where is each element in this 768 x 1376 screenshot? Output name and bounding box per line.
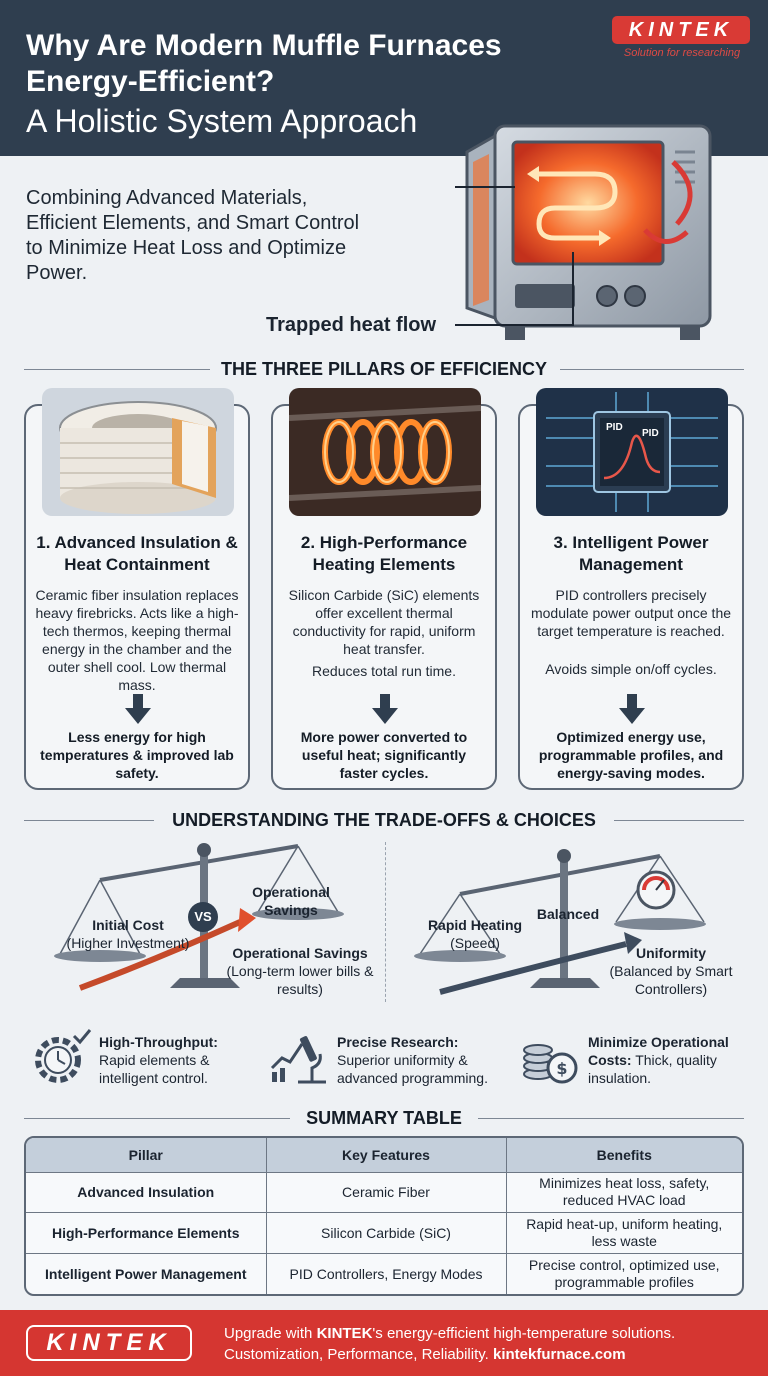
operational-savings-pan-label: Operational Savings xyxy=(252,884,330,918)
use-case-minimize-costs: Minimize Operational Costs: Thick, quali… xyxy=(588,1034,729,1086)
vs-badge: VS xyxy=(188,902,218,932)
down-arrow-icon xyxy=(619,694,645,724)
column-header: Key Features xyxy=(266,1138,507,1173)
page-title-line-1: Why Are Modern Muffle Furnaces xyxy=(26,29,502,62)
pillar-card-heating-elements: 2. High-Performance Heating Elements Sil… xyxy=(271,388,497,790)
use-case-high-throughput: High-Throughput: Rapid elements & intell… xyxy=(99,1034,218,1086)
use-case-precise-research: Precise Research: Superior uniformity & … xyxy=(337,1034,488,1086)
table-cell: Intelligent Power Management xyxy=(26,1253,267,1294)
pillar-3-title: 3. Intelligent Power Management xyxy=(553,533,709,574)
balanced-label: Balanced xyxy=(536,906,600,922)
table-cell: Ceramic Fiber xyxy=(266,1171,507,1213)
gear-clock-icon xyxy=(35,1029,92,1083)
pillars-heading: THE THREE PILLARS OF EFFICIENCY xyxy=(0,357,768,381)
operational-savings-label: Operational Savings(Long-term lower bill… xyxy=(226,945,374,997)
table-cell: High-Performance Elements xyxy=(26,1212,267,1254)
rapid-heating-label: Rapid Heating(Speed) xyxy=(427,917,523,951)
table-cell: PID Controllers, Energy Modes xyxy=(266,1253,507,1294)
header-banner: Why Are Modern Muffle Furnaces Energy-Ef… xyxy=(0,0,768,156)
summary-heading: SUMMARY TABLE xyxy=(0,1106,768,1130)
table-row: High-Performance Elements Silicon Carbid… xyxy=(26,1212,742,1254)
pillar-3-extra: Avoids simple on/off cycles. xyxy=(545,661,717,677)
footer-line-2: Customization, Performance, Reliability.… xyxy=(224,1346,626,1363)
pillar-card-power-management: PID PID 3. Intelligent Power Management … xyxy=(518,388,744,790)
tradeoffs-heading: UNDERSTANDING THE TRADE-OFFS & CHOICES xyxy=(0,808,768,832)
down-arrow-icon xyxy=(372,694,398,724)
tradeoff-divider xyxy=(385,842,386,1002)
page-title-line-2: Energy-Efficient? xyxy=(26,65,275,98)
kintek-footer-logo[interactable]: KINTEK xyxy=(26,1325,192,1361)
table-row: Advanced Insulation Ceramic Fiber Minimi… xyxy=(26,1171,742,1213)
page-subtitle: A Holistic System Approach xyxy=(26,103,418,139)
intro-text: Combining Advanced Materials, Efficient … xyxy=(26,187,360,284)
muffle-furnace-illustration xyxy=(455,124,712,340)
pillar-1-title: 1. Advanced Insulation & Heat Containmen… xyxy=(36,533,238,574)
svg-text:$: $ xyxy=(556,1059,567,1078)
website-link[interactable]: kintekfurnace.com xyxy=(493,1346,626,1363)
pillar-3-description: PID controllers precisely modulate power… xyxy=(530,587,732,639)
down-arrow-icon xyxy=(125,694,151,724)
kintek-logo[interactable]: KINTEK xyxy=(612,16,750,44)
pid-controller-chip-image: PID PID xyxy=(536,388,728,516)
sic-heating-coil-image xyxy=(289,388,481,516)
table-cell: Advanced Insulation xyxy=(26,1171,267,1213)
footer-line-1: Upgrade with KINTEK's energy-efficient h… xyxy=(224,1325,676,1342)
kintek-tagline: Solution for researching xyxy=(623,47,741,59)
pid-label-1: PID xyxy=(606,422,623,433)
table-cell: Rapid heat-up, uniform heating, less was… xyxy=(506,1212,742,1254)
coins-dollar-icon: $ xyxy=(523,1044,578,1084)
table-cell: Precise control, optimized use, programm… xyxy=(506,1253,742,1294)
pillar-2-result: More power converted to useful heat; sig… xyxy=(300,729,468,781)
initial-cost-label: Initial Cost(Higher Investment) xyxy=(66,917,190,951)
pillar-2-description: Silicon Carbide (SiC) elements offer exc… xyxy=(288,587,480,657)
summary-table: Pillar Key Features Benefits Advanced In… xyxy=(24,1136,744,1296)
pillar-2-title: 2. High-Performance Heating Elements xyxy=(300,533,468,574)
pid-label-2: PID xyxy=(642,428,659,439)
microscope-chart-icon xyxy=(270,1036,326,1084)
column-header: Pillar xyxy=(26,1138,267,1173)
pillar-card-insulation: 1. Advanced Insulation & Heat Containmen… xyxy=(24,388,250,790)
table-header-row: Pillar Key Features Benefits xyxy=(26,1138,742,1173)
column-header: Benefits xyxy=(506,1138,742,1173)
trapped-heat-flow-label: Trapped heat flow xyxy=(266,314,437,336)
table-cell: Minimizes heat loss, safety, reduced HVA… xyxy=(506,1171,742,1213)
table-cell: Silicon Carbide (SiC) xyxy=(266,1212,507,1254)
pillar-2-extra: Reduces total run time. xyxy=(312,663,456,679)
pillar-1-description: Ceramic fiber insulation replaces heavy … xyxy=(35,587,239,693)
table-row: Intelligent Power Management PID Control… xyxy=(26,1253,742,1294)
speed-uniformity-scale-icon xyxy=(414,849,706,995)
pillar-1-result: Less energy for high temperatures & impr… xyxy=(40,729,234,781)
uniformity-label: Uniformity(Balanced by Smart Controllers… xyxy=(609,945,733,997)
footer-banner: KINTEK Upgrade with KINTEK's energy-effi… xyxy=(0,1310,768,1376)
pillar-3-result: Optimized energy use, programmable profi… xyxy=(538,729,724,781)
ceramic-insulation-image xyxy=(42,388,234,516)
